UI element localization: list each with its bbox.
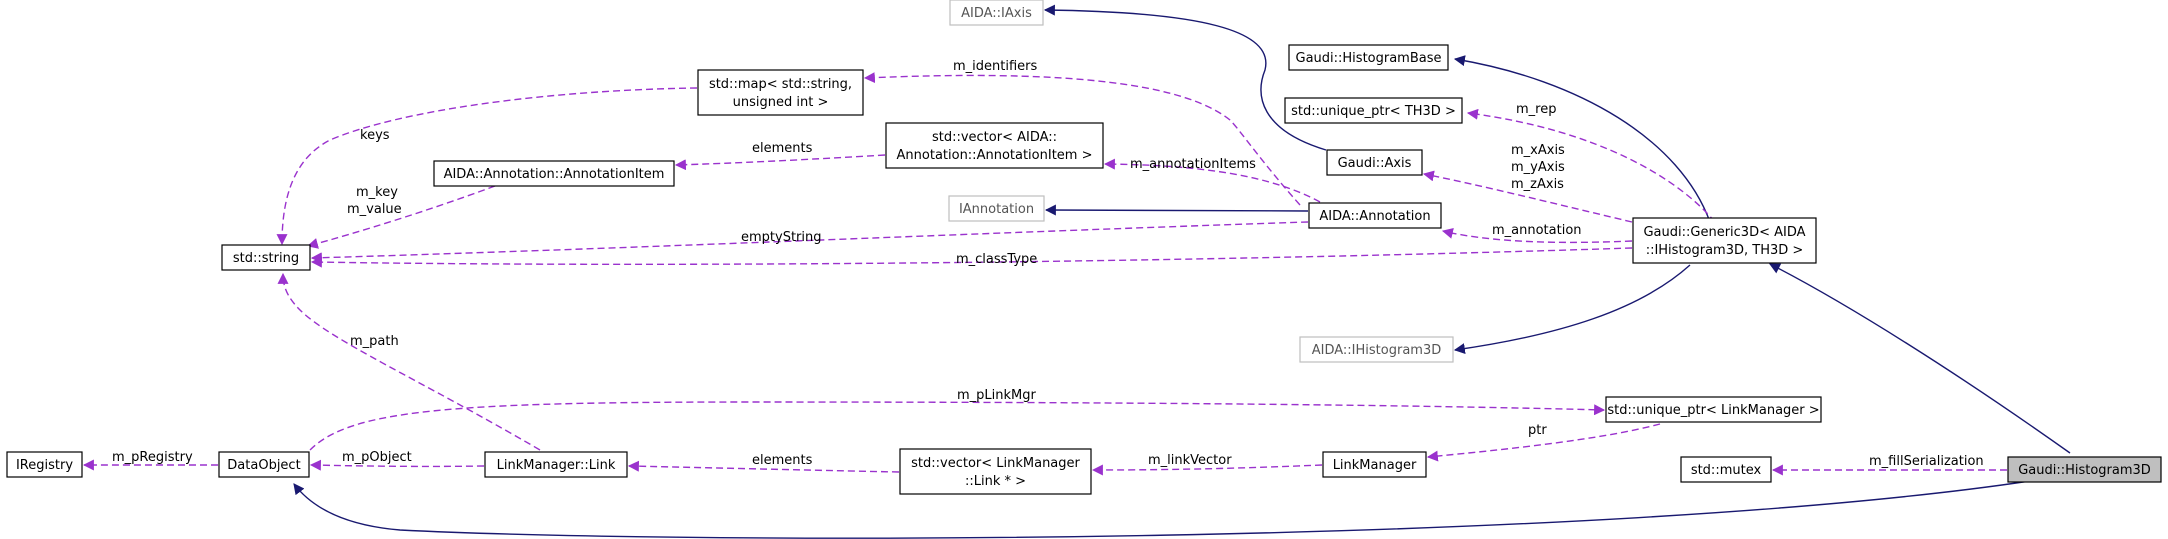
svg-text:Gaudi::Generic3D< AIDA: Gaudi::Generic3D< AIDA [1643,225,1805,240]
label-m_identifiers: m_identifiers [953,59,1038,74]
svg-text:std::map< std::string,: std::map< std::string, [709,77,852,92]
node-gaudi-axis[interactable]: Gaudi::Axis [1326,149,1423,176]
svg-text:LinkManager::Link: LinkManager::Link [497,458,616,473]
svg-text:AIDA::IHistogram3D: AIDA::IHistogram3D [1312,343,1442,358]
label-m_linkVector: m_linkVector [1148,453,1232,468]
label-elements-annotation: elements [752,141,813,156]
label-m_zAxis: m_zAxis [1511,177,1564,192]
node-aida-ihistogram3d[interactable]: AIDA::IHistogram3D [1299,336,1454,363]
label-m_annotation: m_annotation [1492,223,1582,238]
label-m_xAxis: m_xAxis [1511,143,1565,158]
svg-text:Gaudi::Axis: Gaudi::Axis [1338,156,1412,171]
svg-text:IRegistry: IRegistry [16,458,73,473]
label-m_annotationItems: m_annotationItems [1130,157,1256,172]
label-m_classType: m_classType [956,252,1037,267]
svg-text:std::string: std::string [233,251,299,266]
svg-text:std::unique_ptr< LinkManager >: std::unique_ptr< LinkManager > [1607,403,1819,418]
edge-m_fillSerialization: m_fillSerialization [1771,454,2007,476]
node-linkmanager[interactable]: LinkManager [1322,451,1427,478]
svg-text:Gaudi::HistogramBase: Gaudi::HistogramBase [1296,51,1442,66]
node-std-string[interactable]: std::string [221,244,311,271]
label-m_pObject: m_pObject [342,450,412,465]
node-iannotation[interactable]: IAnnotation [948,195,1045,222]
node-std-vector-annotationitem[interactable]: std::vector< AIDA:: Annotation::Annotati… [885,122,1104,169]
edge-gaudiaxis-to-iaxis [1043,4,1327,151]
svg-text:::IHistogram3D, TH3D >: ::IHistogram3D, TH3D > [1646,243,1804,258]
edge-m_annotationItems: m_annotationItems [1103,157,1321,203]
label-ptr: ptr [1528,423,1547,438]
node-std-map[interactable]: std::map< std::string, unsigned int > [697,69,864,116]
node-linkmanager-link[interactable]: LinkManager::Link [484,451,628,478]
edge-keys: keys [276,87,698,246]
node-gaudi-histogram3d[interactable]: Gaudi::Histogram3D [2007,456,2162,483]
svg-text:unsigned int >: unsigned int > [733,95,829,110]
edge-m_rep: m_rep [1466,102,1716,223]
svg-text:AIDA::Annotation: AIDA::Annotation [1319,209,1430,224]
edge-m_pObject: m_pObject [309,450,485,471]
label-emptyString: emptyString [741,230,822,245]
label-keys: keys [360,128,390,143]
edge-m_pLinkMgr: m_pLinkMgr [309,388,1606,451]
node-aida-iaxis[interactable]: AIDA::IAxis [949,0,1044,26]
edge-emptyString: emptyString [310,221,1309,264]
label-m_fillSerialization: m_fillSerialization [1869,454,1984,469]
edge-elements-link: elements [627,453,900,473]
label-elements-link: elements [752,453,813,468]
svg-text:Annotation::AnnotationItem >: Annotation::AnnotationItem > [897,148,1093,163]
svg-text:Gaudi::Histogram3D: Gaudi::Histogram3D [2018,463,2151,478]
label-m_pLinkMgr: m_pLinkMgr [957,388,1037,403]
label-m_key: m_key [356,185,398,200]
label-m_yAxis: m_yAxis [1511,160,1565,175]
label-m_rep: m_rep [1516,102,1556,117]
node-std-vector-link[interactable]: std::vector< LinkManager ::Link * > [899,448,1092,495]
edge-elements-annotation: elements [674,141,886,171]
edge-generic3d-to-ihistogram3d [1453,264,1691,355]
edge-generic3d-to-histogrambase [1453,55,1711,223]
node-iregistry[interactable]: IRegistry [6,451,83,478]
svg-text:AIDA::Annotation::AnnotationIt: AIDA::Annotation::AnnotationItem [444,167,665,182]
svg-text:std::vector< LinkManager: std::vector< LinkManager [911,456,1080,471]
label-m_path: m_path [350,334,399,349]
node-gaudi-generic3d[interactable]: Gaudi::Generic3D< AIDA ::IHistogram3D, T… [1632,217,1817,264]
svg-text:std::mutex: std::mutex [1691,463,1762,478]
edge-m_annotation: m_annotation [1441,223,1633,244]
node-std-unique-ptr-th3d[interactable]: std::unique_ptr< TH3D > [1284,97,1463,124]
edge-histogram3d-to-generic3d [1769,263,2071,454]
node-std-unique-ptr-linkmanager[interactable]: std::unique_ptr< LinkManager > [1605,396,1822,423]
label-m_value: m_value [347,202,402,217]
node-gaudi-histogrambase[interactable]: Gaudi::HistogramBase [1288,44,1449,71]
node-aida-annotation[interactable]: AIDA::Annotation [1308,202,1442,229]
edge-m_linkVector: m_linkVector [1091,453,1323,476]
edge-ptr: ptr [1426,423,1661,462]
edge-m_path: m_path [277,272,541,451]
edge-m_key-m_value: m_key m_value [306,185,496,249]
svg-text:AIDA::IAxis: AIDA::IAxis [961,6,1032,21]
edge-annotation-to-iannotation [1044,204,1309,216]
edge-m_classType: m_classType [310,247,1633,268]
node-annotation-item[interactable]: AIDA::Annotation::AnnotationItem [433,160,675,187]
svg-text:std::unique_ptr< TH3D >: std::unique_ptr< TH3D > [1291,104,1456,119]
edge-histogram3d-to-dataobject [293,480,2031,539]
svg-text:std::vector< AIDA::: std::vector< AIDA:: [932,130,1057,145]
svg-text:IAnnotation: IAnnotation [959,202,1034,217]
svg-text:LinkManager: LinkManager [1333,458,1417,473]
edge-axes: m_xAxis m_yAxis m_zAxis [1422,143,1633,223]
edge-m_pRegistry: m_pRegistry [82,450,218,471]
node-std-mutex[interactable]: std::mutex [1680,456,1772,483]
label-m_pRegistry: m_pRegistry [112,450,193,465]
svg-text:DataObject: DataObject [227,458,300,473]
node-dataobject[interactable]: DataObject [218,451,310,478]
svg-text:::Link * >: ::Link * > [965,474,1026,489]
edge-m_identifiers: m_identifiers [863,59,1301,206]
